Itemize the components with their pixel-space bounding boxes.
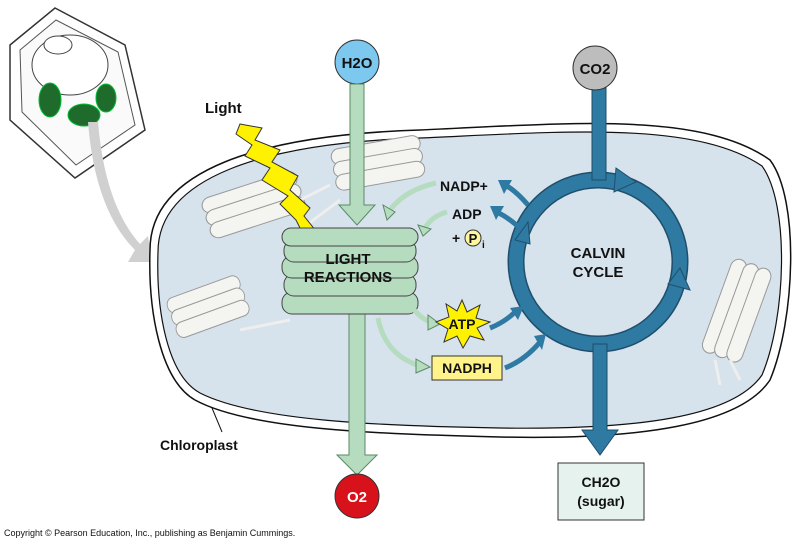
calvin-cycle-label: CALVIN bbox=[571, 245, 626, 262]
nadph-box bbox=[431, 355, 503, 381]
calvin-cycle-arrowheads bbox=[514, 167, 691, 291]
light-reactions-label: REACTIONS bbox=[304, 269, 392, 286]
green-arrowheads bbox=[382, 203, 441, 374]
stroma-lamellae bbox=[239, 183, 742, 386]
sugar-label: (sugar) bbox=[577, 493, 624, 509]
phosphate-label: P bbox=[469, 231, 478, 246]
oxygen-label: O2 bbox=[347, 489, 367, 506]
chloroplast-leader-line bbox=[211, 407, 223, 433]
chloroplast-stroma bbox=[157, 131, 783, 429]
phosphate-icon bbox=[464, 229, 482, 247]
light-reactions-label: LIGHT bbox=[326, 251, 371, 268]
plant-cell-illustration bbox=[9, 7, 146, 179]
co2-label: CO2 bbox=[580, 61, 611, 78]
sugar-output-arrow bbox=[581, 343, 619, 456]
light-reactions-stack bbox=[281, 227, 419, 315]
water-label: H2O bbox=[342, 55, 373, 72]
oxygen-bubble bbox=[334, 473, 380, 519]
light-label: Light bbox=[205, 100, 242, 117]
nadph-label: NADPH bbox=[442, 360, 492, 376]
oxygen-output-arrow bbox=[335, 309, 379, 476]
co2-bubble bbox=[572, 45, 618, 91]
atp-starburst bbox=[434, 298, 492, 350]
sugar-box bbox=[557, 462, 645, 521]
water-input-arrow bbox=[337, 83, 377, 226]
nadp-plus-label: NADP+ bbox=[440, 178, 488, 194]
zoom-arrow bbox=[88, 122, 152, 262]
adp-label: ADP bbox=[452, 206, 482, 222]
phosphate-subscript: i bbox=[482, 240, 485, 251]
co2-input-line bbox=[591, 87, 607, 181]
atp-label: ATP bbox=[449, 316, 476, 332]
plus-label: + bbox=[452, 230, 460, 246]
chloroplast-label: Chloroplast bbox=[160, 437, 238, 453]
calvin-cycle-label: CYCLE bbox=[573, 264, 624, 281]
copyright-notice: Copyright © Pearson Education, Inc., pub… bbox=[4, 528, 296, 538]
sugar-label: CH2O bbox=[582, 474, 621, 490]
blue-arrowheads bbox=[490, 180, 546, 350]
